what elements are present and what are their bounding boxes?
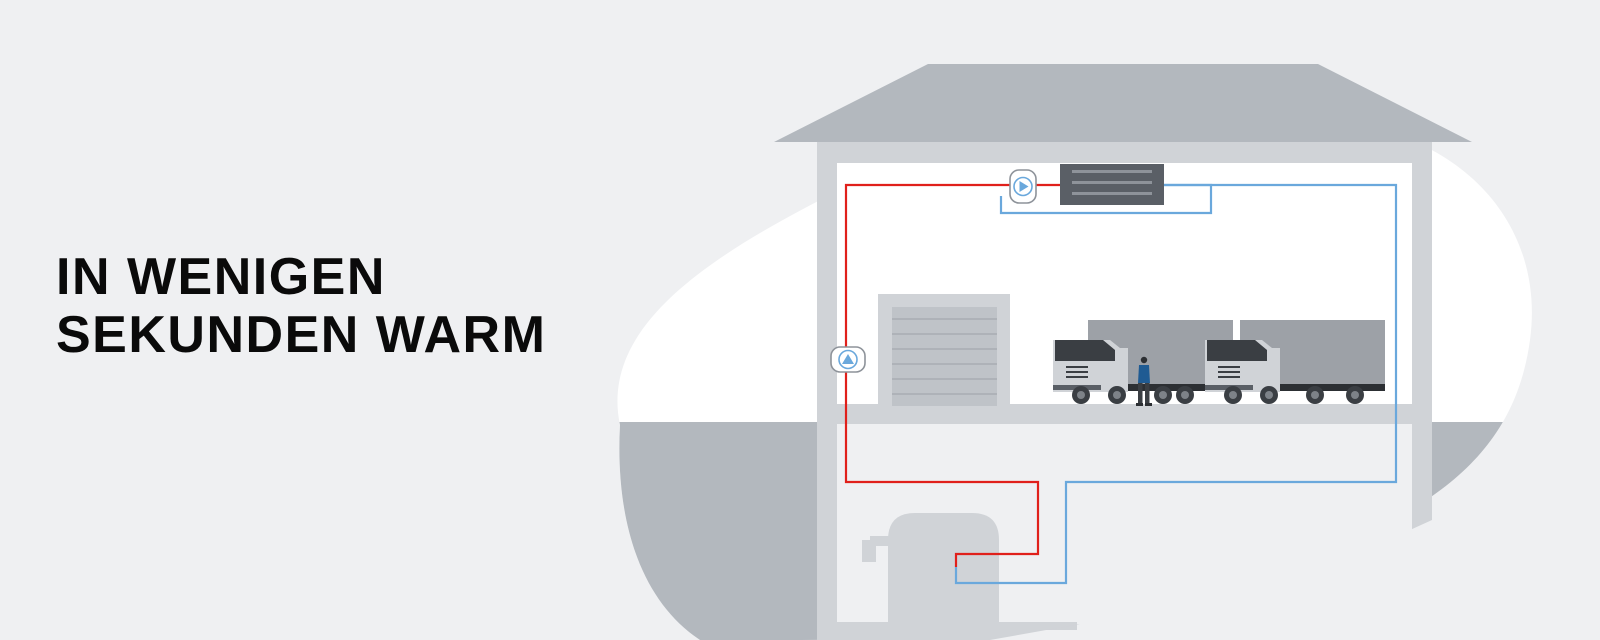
headline-line-2: SEKUNDEN WARM — [56, 306, 547, 364]
garage-door — [878, 294, 1010, 406]
hot-flow-pipes — [844, 183, 1062, 567]
roof — [774, 64, 1472, 142]
truck-icon — [1205, 320, 1385, 404]
cold-return-pipes — [954, 183, 1398, 585]
up-triangle-icon — [830, 346, 866, 373]
boiler — [862, 513, 999, 622]
air-heater-unit — [1060, 164, 1164, 205]
headline: IN WENIGEN SEKUNDEN WARM — [56, 248, 546, 364]
headline-line-1: IN WENIGEN — [56, 248, 386, 306]
worker-figure — [1136, 356, 1152, 406]
play-triangle-icon — [1009, 169, 1037, 204]
